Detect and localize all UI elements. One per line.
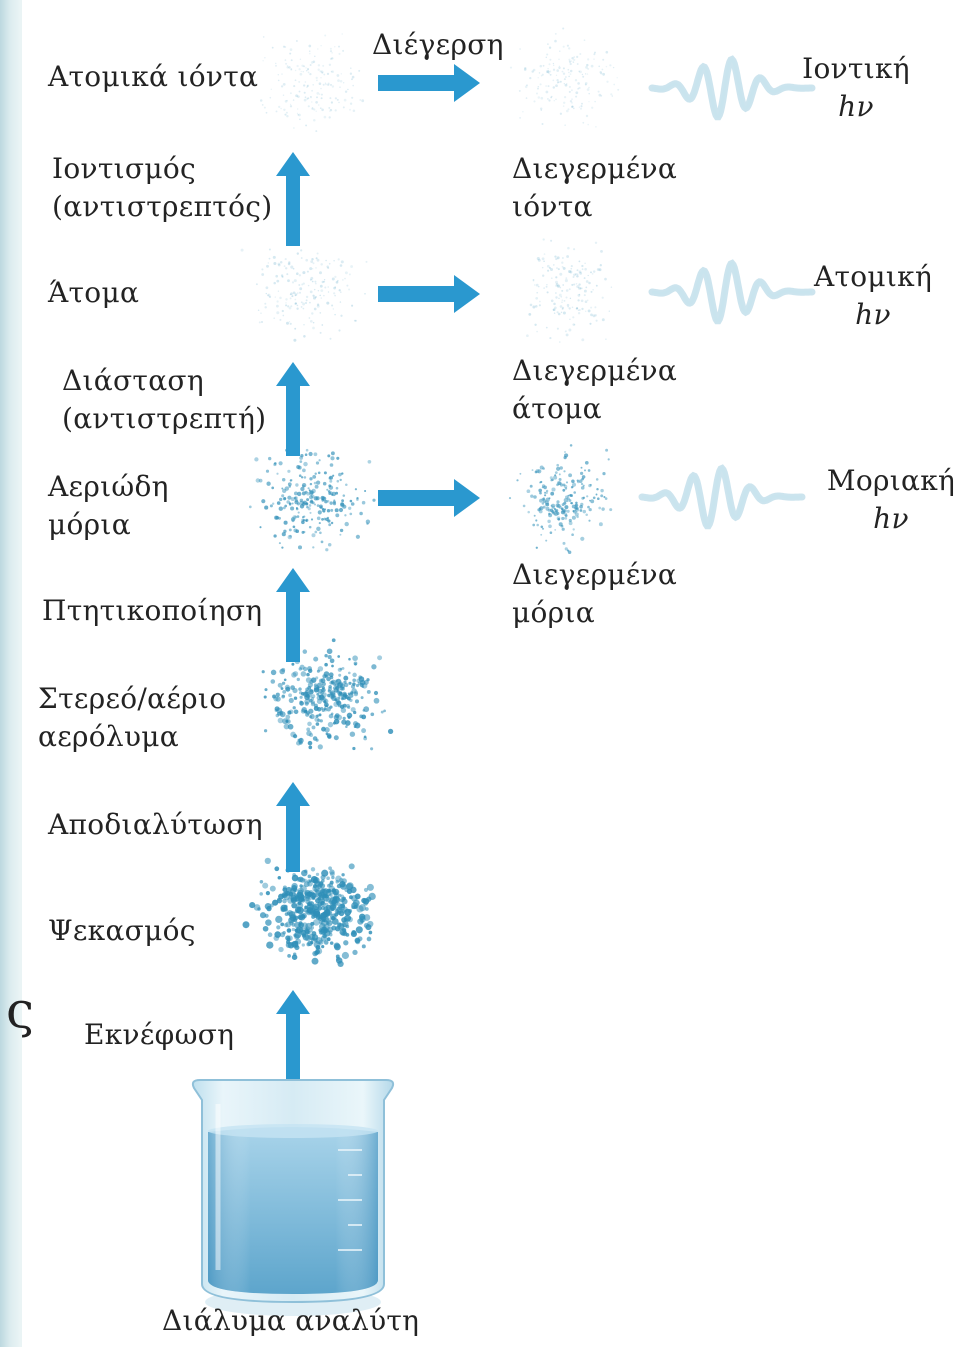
label-volatilization: Πτητικοποίηση	[42, 592, 262, 630]
label-aerosol-line2: αερόλυμα	[38, 718, 179, 756]
label-gaseous-molecules-line2: μόρια	[48, 506, 131, 544]
beaker	[193, 1080, 393, 1316]
label-ionic: Ιοντική	[802, 52, 910, 85]
label-analyte-solution: Διάλυμα αναλύτη	[162, 1302, 419, 1340]
arrow-desolvation	[276, 782, 310, 872]
label-atomic: Ατομική	[814, 260, 932, 293]
label-molecular: Μοριακή	[827, 464, 955, 497]
label-dissociation-line2: (αντιστρεπτή)	[62, 400, 266, 438]
arrow-excitation-molecules	[378, 479, 480, 517]
cloud-spray	[243, 858, 376, 967]
cloud-aerosol	[262, 638, 394, 750]
label-excited-molecules-line1: Διεγερμένα	[512, 556, 677, 594]
cloud-gaseous-molecules	[249, 449, 376, 552]
label-molecular-emission: Μοριακή hν	[816, 462, 966, 538]
label-ionization-line2: (αντιστρεπτός)	[52, 188, 272, 226]
cloud-excited-ions	[510, 27, 619, 127]
label-excited-atoms-line2: άτομα	[512, 390, 602, 428]
label-ionic-emission: Ιοντική hν	[786, 50, 926, 126]
label-excited-ions-line1: Διεγερμένα	[512, 150, 677, 188]
label-atomic-emission: Ατομική hν	[798, 258, 948, 334]
emission-wave-atomic	[652, 264, 812, 321]
diagram-panel: Ατομικά ιόντα Ιοντισμός (αντιστρεπτός) Ά…	[22, 0, 980, 1347]
label-molecular-hv: hν	[816, 500, 966, 538]
label-excited-ions-line2: ιόντα	[512, 188, 593, 226]
label-gaseous-molecules-line1: Αεριώδη	[48, 468, 169, 506]
label-atomic-hv: hν	[798, 296, 948, 334]
label-aerosol-line1: Στερεό/αέριο	[38, 680, 226, 718]
cloud-atoms	[241, 249, 368, 342]
cloud-atomic-ions	[254, 33, 364, 132]
label-atoms: Άτομα	[48, 274, 139, 312]
label-atomic-ions: Ατομικά ιόντα	[48, 58, 258, 96]
label-ionic-hv: hν	[786, 88, 926, 126]
arrow-nebulization	[276, 990, 310, 1082]
label-spray: Ψεκασμός	[48, 912, 196, 950]
arrow-excitation-atoms	[378, 275, 480, 313]
label-desolvation: Αποδιαλύτωση	[48, 806, 263, 844]
cut-off-glyph: ς	[6, 985, 34, 1035]
arrow-excitation-ions	[378, 64, 480, 102]
cloud-excited-molecules	[509, 444, 612, 554]
label-excited-molecules-line2: μόρια	[512, 594, 595, 632]
cloud-excited-atoms	[526, 238, 612, 342]
emission-wave-molecular	[642, 469, 802, 526]
arrow-volatilization	[276, 568, 310, 662]
label-excited-atoms-line1: Διεγερμένα	[512, 352, 677, 390]
arrow-ionization	[276, 152, 310, 246]
label-dissociation-line1: Διάσταση	[62, 362, 204, 400]
label-nebulization: Εκνέφωση	[84, 1016, 234, 1054]
arrow-dissociation	[276, 362, 310, 456]
label-excitation: Διέγερση	[372, 26, 504, 64]
label-ionization-line1: Ιοντισμός	[52, 150, 196, 188]
